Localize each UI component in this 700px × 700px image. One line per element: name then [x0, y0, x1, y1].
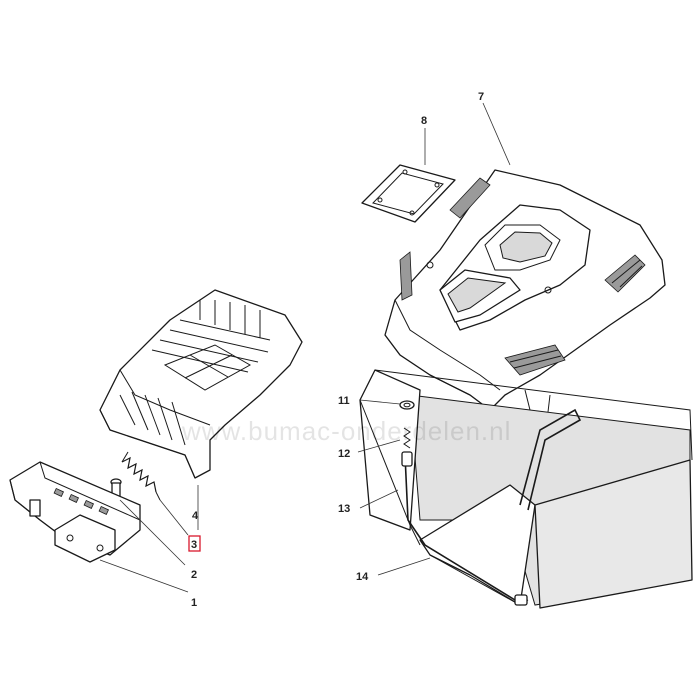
part-1-hinge-bracket [9, 461, 141, 563]
callout-12: 12 [338, 448, 350, 460]
callout-1: 1 [191, 597, 197, 609]
callout-2: 2 [191, 569, 197, 581]
callout-3-highlight-box [188, 535, 201, 552]
part-7-catcher-top-cover [384, 169, 666, 411]
watermark-text: www.bumac-onderdelen.nl [181, 416, 511, 446]
part-8-window-plate [361, 164, 456, 223]
callout-3: 3 [191, 539, 197, 551]
part-14-catcher-bag [359, 369, 693, 609]
part-4-rear-flap [99, 289, 303, 479]
callout-8: 8 [421, 115, 427, 127]
callout-7: 7 [478, 91, 484, 103]
callout-14: 14 [356, 571, 369, 583]
leader-lines [99, 102, 511, 593]
callout-labels: 7 8 11 12 13 14 4 3 2 1 [188, 91, 484, 609]
callout-13: 13 [338, 503, 350, 515]
part-3-torsion-spring [121, 451, 161, 501]
callout-4: 4 [192, 510, 199, 522]
part-11-washer [399, 400, 415, 410]
callout-11: 11 [338, 395, 350, 407]
part-12-small-spring [403, 427, 411, 449]
